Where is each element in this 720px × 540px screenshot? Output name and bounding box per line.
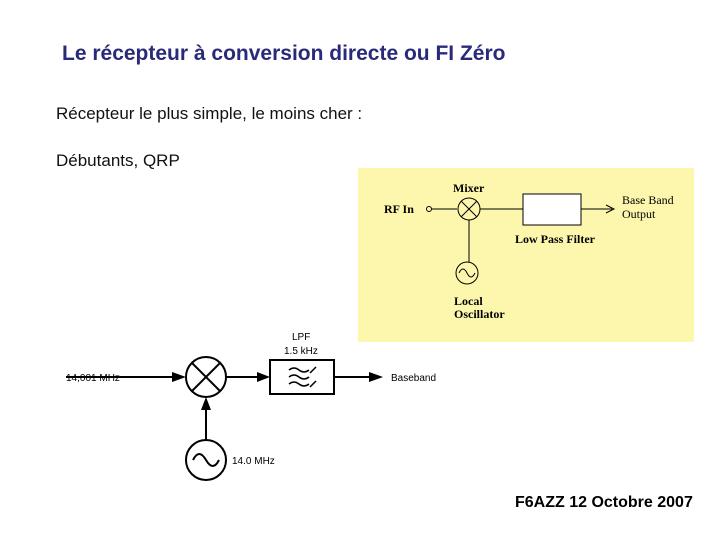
slide-text-line-2: Débutants, QRP — [56, 151, 180, 170]
baseband-arrow-icon — [369, 372, 383, 382]
lpf-cutoff-label: 1.5 kHz — [284, 346, 318, 357]
rf-in-label: RF In — [384, 202, 414, 216]
local-oscillator-label-2: Oscillator — [454, 307, 505, 321]
lpf-input-arrow-icon — [257, 372, 270, 382]
lpf-label: LPF — [292, 332, 310, 343]
output-arrow-icon — [605, 204, 616, 214]
low-pass-filter-label: Low Pass Filter — [515, 232, 596, 246]
baseband-label: Baseband — [391, 373, 436, 384]
slide-footer: F6AZZ 12 Octobre 2007 — [515, 494, 693, 511]
slide-text-line-1: Récepteur le plus simple, le moins cher … — [56, 104, 363, 123]
slide-title: Le récepteur à conversion directe ou FI … — [62, 42, 506, 65]
lo-arrow-icon — [201, 397, 211, 410]
local-oscillator-symbol-bottom — [185, 439, 227, 481]
baseband-output-label-1: Base Band — [622, 193, 674, 207]
low-pass-filter-block-bottom — [269, 359, 335, 395]
local-oscillator-label-1: Local — [454, 294, 483, 308]
mixer-label: Mixer — [453, 181, 485, 195]
input-frequency-label: 14,001 MHz — [66, 373, 120, 384]
filter-waves-icon — [288, 366, 317, 388]
baseband-output-label-2: Output — [622, 207, 656, 221]
local-oscillator-symbol-top — [455, 261, 479, 285]
lo-frequency-label: 14.0 MHz — [232, 456, 275, 467]
input-arrow-icon — [172, 372, 186, 382]
mixer-symbol-bottom — [185, 356, 227, 398]
